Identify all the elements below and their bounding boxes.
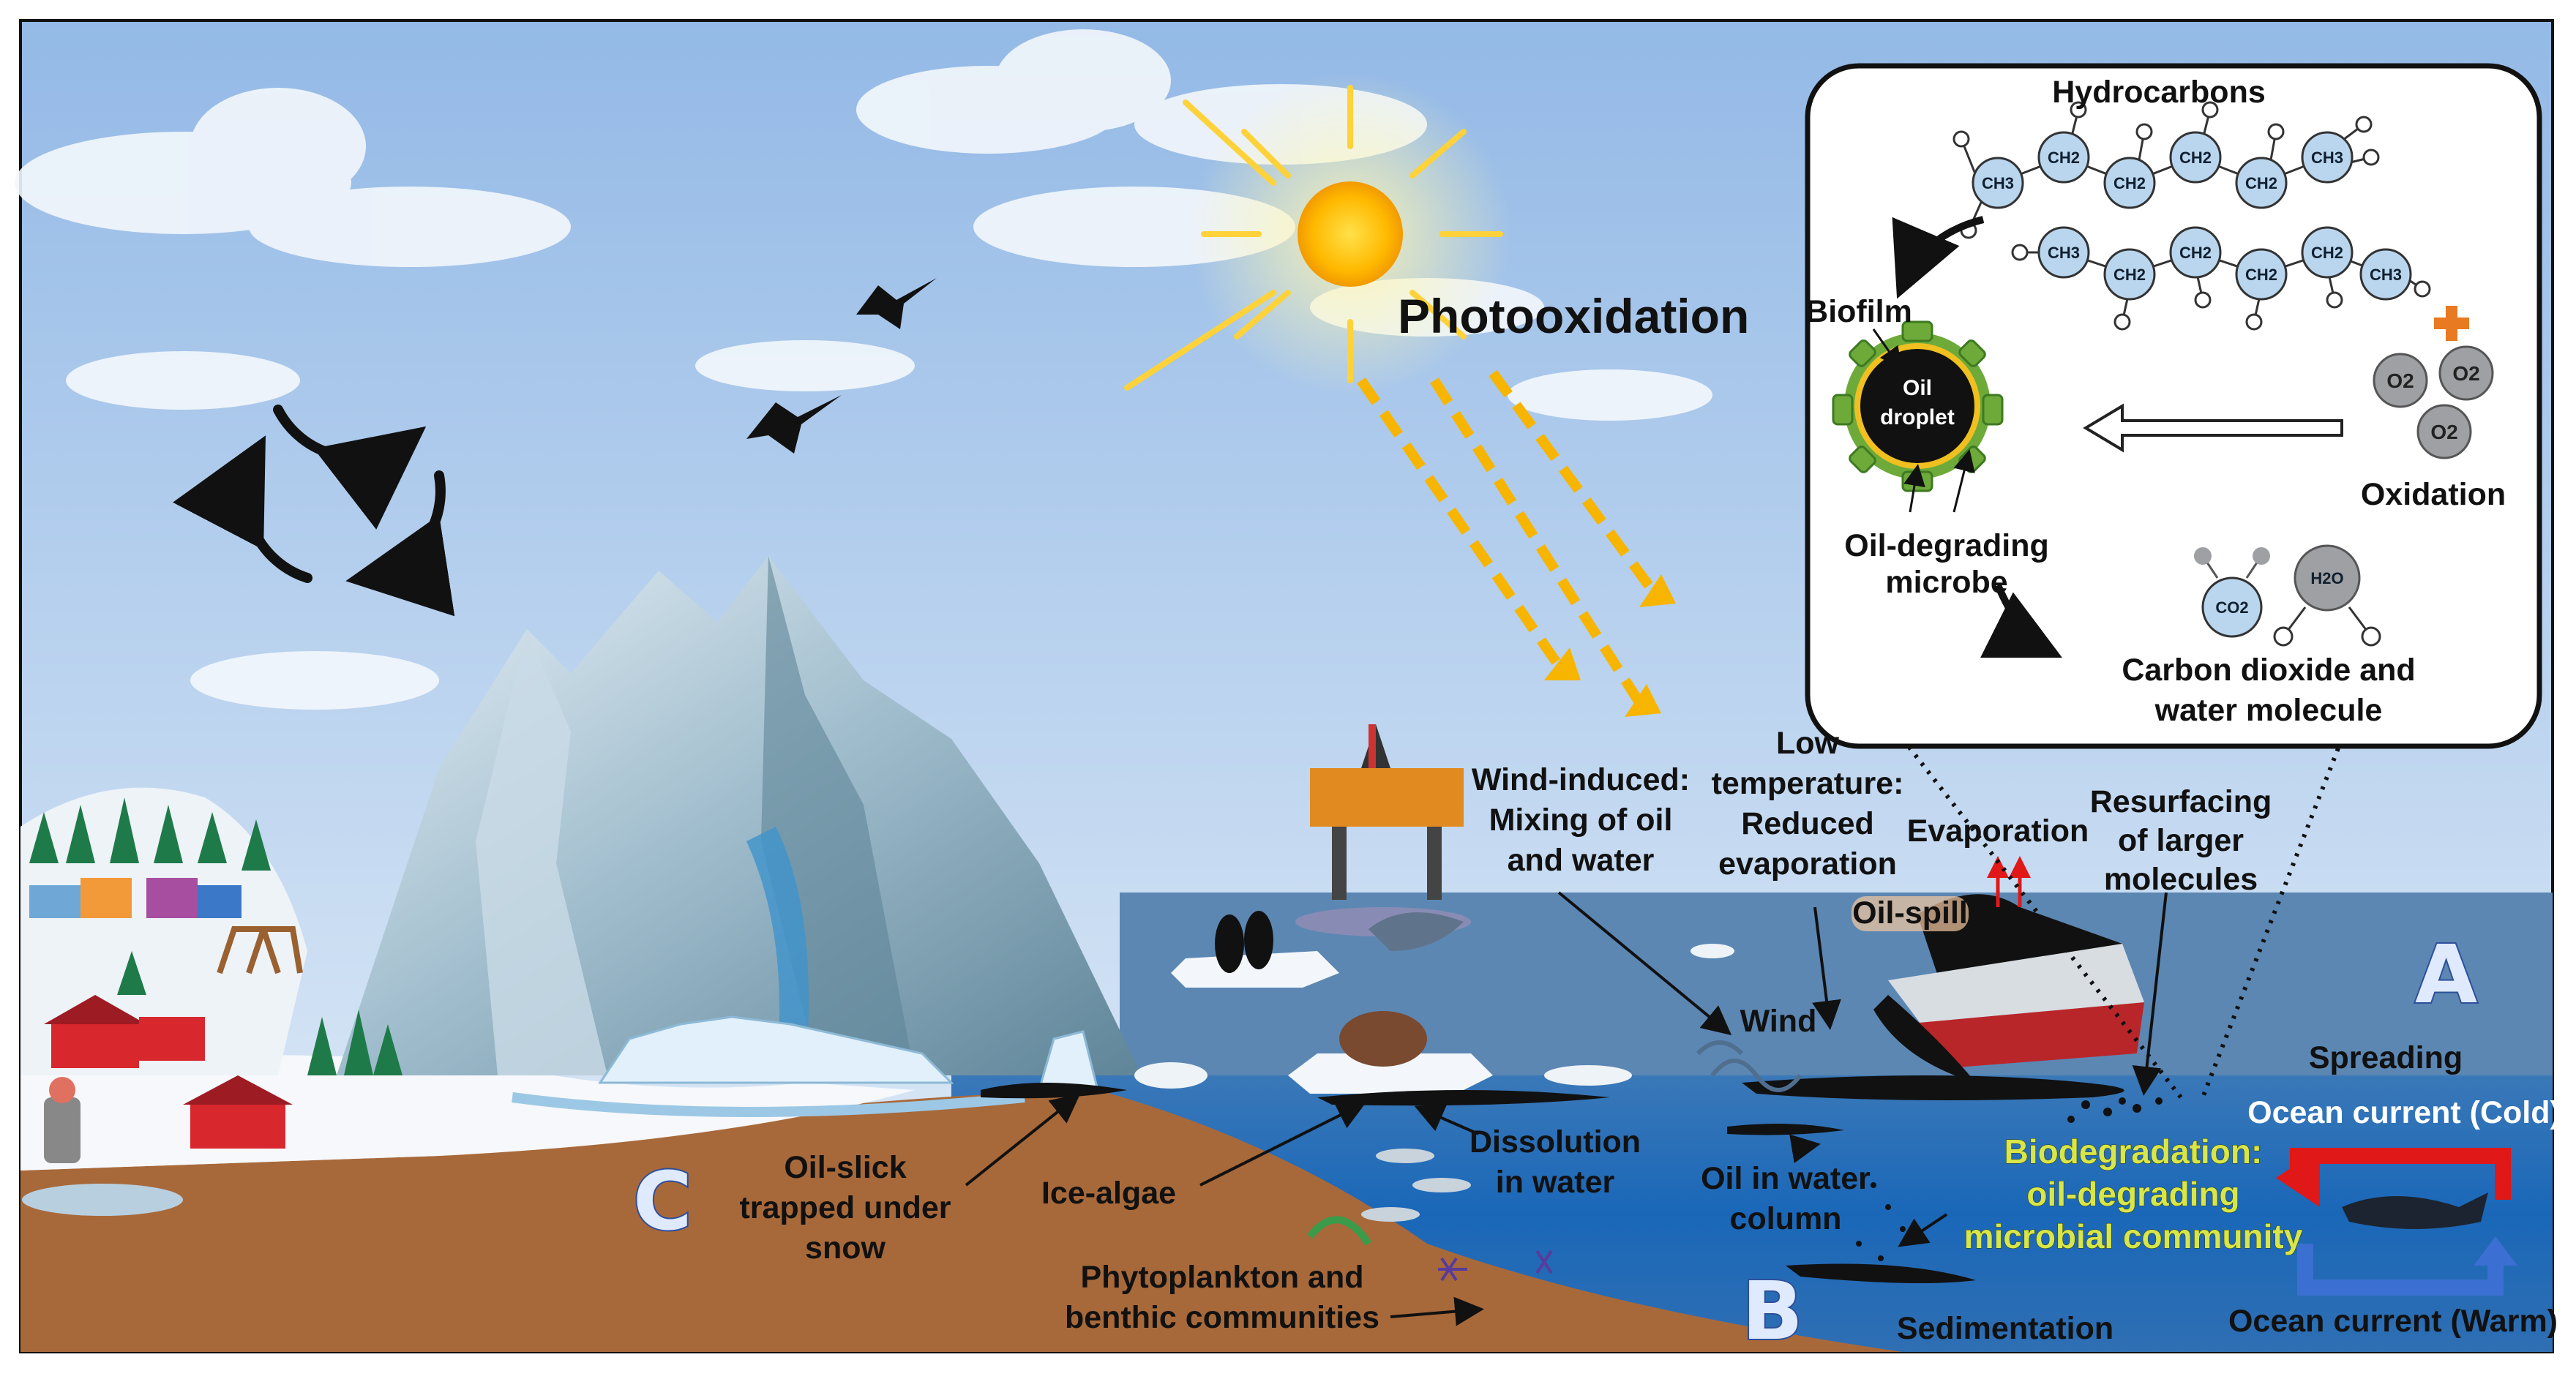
- svg-text:CH3: CH3: [2370, 266, 2402, 284]
- svg-text:CH2: CH2: [2179, 244, 2212, 262]
- droplets: [1856, 1097, 2163, 1261]
- dissolution-label-1: Dissolution: [1469, 1124, 1641, 1160]
- seabed: [20, 1090, 1903, 1352]
- seal: [1134, 1062, 1208, 1089]
- svg-text:CH2: CH2: [2311, 244, 2343, 262]
- dissolution-label-2: in water: [1496, 1165, 1615, 1200]
- spreading-label: Spreading: [2309, 1040, 2463, 1075]
- ice-floe-2: [1288, 1053, 1493, 1094]
- ice-chunks: [598, 1015, 954, 1084]
- svg-text:H2O: H2O: [2310, 569, 2343, 587]
- ch3-label: CH3: [1982, 174, 2014, 192]
- evaporation-label: Evaporation: [1907, 814, 2089, 849]
- microbe-label-1: Oil-degrading: [1844, 528, 2049, 563]
- svg-text:CH2: CH2: [2245, 174, 2277, 192]
- oil-column-label-1: Oil in water: [1701, 1161, 1871, 1196]
- svg-text:CH2: CH2: [2048, 149, 2080, 167]
- svg-text:CH2: CH2: [2245, 266, 2277, 284]
- seaweed: [1307, 1216, 1372, 1246]
- recycle-arrows-icon: [173, 405, 455, 617]
- oil-slicks: [981, 1075, 2124, 1283]
- warm-current-arrow: [2297, 1244, 2504, 1296]
- house-icon: [51, 1024, 139, 1068]
- walrus-icon: [1339, 1011, 1427, 1067]
- ocean-cold-label: Ocean current (Cold): [2247, 1095, 2561, 1130]
- oxidation-label: Oxidation: [2361, 477, 2506, 512]
- ice-hole: [22, 1184, 183, 1216]
- h2o-molecule: H2O: [2273, 544, 2381, 647]
- resurfacing-label-2: of larger: [2118, 823, 2244, 858]
- oil-slick-label-3: snow: [805, 1230, 886, 1266]
- ocean-warm-label: Ocean current (Warm): [2228, 1304, 2558, 1339]
- photooxidation-label: Photooxidation: [1398, 289, 1749, 343]
- ice-fisher: [44, 1097, 80, 1163]
- co2-molecule: CO2: [2194, 547, 2270, 638]
- svg-text:O2: O2: [2452, 362, 2479, 385]
- wind-mixing-label-2: Mixing of oil: [1489, 803, 1673, 838]
- hydrocarbon-molecule: CH3 CH2 CH2 CH2 CH2 CH3 CH3 CH2 CH2 CH2 …: [1952, 101, 2431, 331]
- iceberg-mountains: [337, 556, 1142, 1075]
- oil-column-label-2: column: [1730, 1201, 1842, 1236]
- sunlight-arrows: [1357, 369, 1658, 705]
- svg-text:CH2: CH2: [2113, 266, 2146, 284]
- svg-text:CO2: CO2: [2215, 598, 2248, 617]
- resurfacing-label-3: molecules: [2104, 862, 2258, 897]
- co2-h2o-label-1: Carbon dioxide and: [2122, 653, 2415, 688]
- letter-b: B: [1742, 1264, 1803, 1358]
- biofilm-label: Biofilm: [1805, 294, 1912, 329]
- wind-mixing-label-1: Wind-induced:: [1472, 762, 1690, 797]
- oil-slick-label-1: Oil-slick: [784, 1150, 906, 1185]
- biodegradation-label-3: microbial community: [1964, 1217, 2303, 1255]
- wind-label: Wind: [1740, 1004, 1817, 1039]
- sedimentation-label: Sedimentation: [1897, 1311, 2113, 1346]
- svg-text:Oil: Oil: [1903, 376, 1932, 400]
- penguin-icon: [1215, 911, 1273, 973]
- resurfacing-label-1: Resurfacing: [2090, 784, 2272, 819]
- fish: [1361, 1149, 1471, 1222]
- whale-icon: [2342, 1192, 2488, 1229]
- phyto-label-2: benthic communities: [1065, 1300, 1379, 1335]
- microbe-label-2: microbe: [1885, 565, 2007, 600]
- dolphin-icon: [1368, 912, 1464, 951]
- biodegradation-label-1: Biodegradation:: [2004, 1132, 2263, 1171]
- low-temp-label-4: evaporation: [1718, 846, 1897, 882]
- ice-algae-label: Ice-algae: [1041, 1176, 1176, 1211]
- co2-h2o-label-2: water molecule: [2154, 693, 2383, 728]
- low-temp-label-1: Low: [1776, 726, 1840, 761]
- low-temp-label-3: Reduced: [1741, 806, 1874, 841]
- ice-floe-1: [1171, 951, 1339, 988]
- curved-arrow-1: [1892, 216, 1985, 299]
- letter-a: A: [2415, 928, 2477, 1021]
- plankton: [1438, 1250, 1553, 1282]
- svg-text:O2: O2: [2430, 421, 2457, 443]
- svg-text:CH2: CH2: [2113, 174, 2146, 192]
- bird-icon: [746, 278, 937, 454]
- plus-icon: [2434, 306, 2469, 341]
- low-temp-label-2: temperature:: [1712, 766, 1904, 801]
- oxidation-arrow: [2083, 403, 2343, 453]
- letter-c: C: [633, 1154, 692, 1248]
- biodegradation-label-2: oil-degrading: [2026, 1175, 2239, 1213]
- curved-arrow-2: [1980, 584, 2062, 658]
- village: [22, 797, 402, 1216]
- oil-spill-label: Oil-spill: [1852, 895, 1968, 931]
- svg-text:CH3: CH3: [2311, 149, 2343, 167]
- svg-text:droplet: droplet: [1880, 405, 1955, 429]
- zoom-lines: [1901, 737, 2344, 1099]
- sun-icon: [1124, 73, 1511, 395]
- svg-text:CH2: CH2: [2179, 149, 2212, 167]
- hydrocarbons-label: Hydrocarbons: [2052, 75, 2266, 110]
- oil-slick-label-2: trapped under: [739, 1190, 951, 1225]
- svg-text:CH3: CH3: [2048, 244, 2080, 262]
- svg-text:O2: O2: [2386, 369, 2414, 392]
- wind-mixing-label-3: and water: [1508, 843, 1655, 878]
- evaporation-arrows: [1987, 856, 2031, 907]
- oil-droplet-with-biofilm: Oil droplet: [1832, 320, 2004, 492]
- reindeer-icon: [217, 926, 303, 974]
- wind-swirl: [1696, 1040, 1802, 1092]
- oxygen-molecules: [2373, 345, 2494, 459]
- phyto-label-1: Phytoplankton and: [1081, 1260, 1364, 1295]
